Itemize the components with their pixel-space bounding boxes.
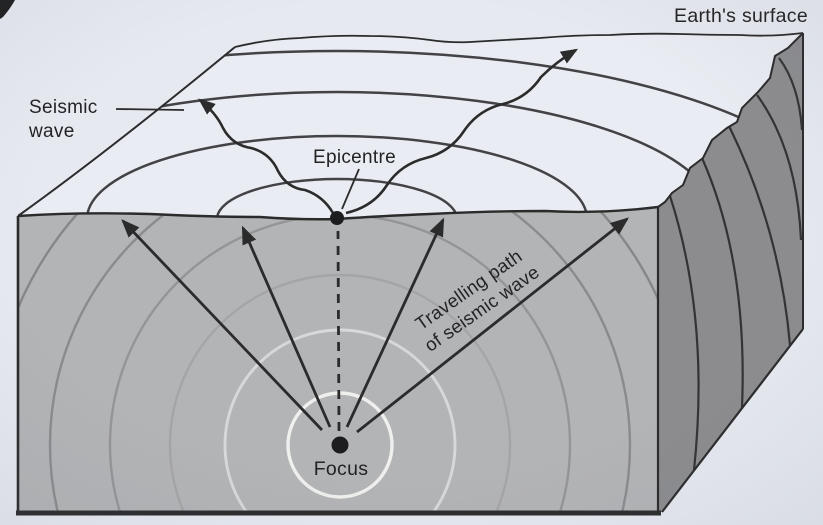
seismic-wave-label-line1: Seismic [29, 97, 98, 118]
focus-label: Focus [314, 458, 369, 480]
earths-surface-label: Earth's surface [674, 5, 808, 27]
focus-dot [331, 436, 349, 454]
epicentre-dot [330, 211, 344, 225]
epicentre-label: Epicentre [313, 147, 396, 168]
seismic-wave-label-line2: wave [28, 121, 75, 142]
seismic-wave-pointer-line [115, 108, 185, 111]
